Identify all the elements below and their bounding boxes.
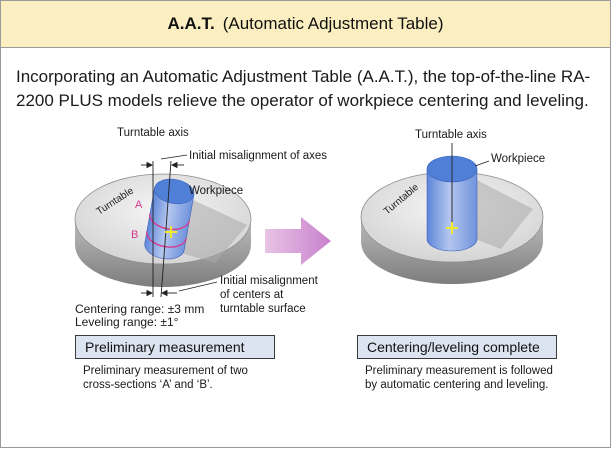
centers-misalignment-arrows — [141, 289, 177, 297]
preliminary-measurement-box: Preliminary measurement — [75, 335, 275, 359]
right-workpiece-leader — [474, 160, 490, 167]
intro-paragraph: Incorporating an Automatic Adjustment Ta… — [16, 67, 591, 110]
centers-label-line3: turntable surface — [220, 303, 306, 315]
axes-misalignment-label: Initial misalignment of axes — [189, 150, 327, 162]
centers-label-line2: of centers at — [220, 289, 284, 301]
centers-leader — [178, 281, 218, 292]
section-b-label: B — [131, 229, 138, 241]
card-header: A.A.T. (Automatic Adjustment Table) — [1, 1, 610, 48]
right-figure: Turntable axis Workpiece Turntable — [360, 129, 545, 284]
preliminary-measurement-desc: Preliminary measurement of two cross-sec… — [83, 365, 248, 391]
misalignment-leader — [160, 154, 188, 160]
right-center-marker-icon — [446, 222, 458, 234]
right-workpiece-label: Workpiece — [491, 153, 545, 165]
left-workpiece-axis-line — [160, 160, 172, 298]
centers-label-line1: Initial misalignment — [220, 275, 319, 287]
section-a-label: A — [135, 199, 143, 211]
left-turntable-axis-label: Turntable axis — [117, 127, 189, 139]
section-a-ring — [149, 213, 191, 231]
centering-range: Centering range: ±3 mm — [75, 302, 205, 316]
centering-complete-box: Centering/leveling complete — [357, 335, 557, 359]
right-workpiece-shadow — [475, 179, 533, 249]
left-workpiece-label: Workpiece — [189, 185, 243, 197]
header-subtitle: (Automatic Adjustment Table) — [222, 14, 444, 33]
left-center-marker-icon — [165, 226, 177, 238]
centering-complete-desc: Preliminary measurement is followed by a… — [365, 365, 553, 391]
axes-misalignment-arrows — [141, 161, 184, 169]
right-arrow-icon — [265, 217, 331, 265]
header-title: A.A.T. — [167, 14, 215, 33]
left-workpiece-shadow — [181, 197, 247, 263]
left-figure: Turntable axis Initial misalignment of a… — [74, 127, 327, 315]
right-turntable-axis-label: Turntable axis — [415, 129, 487, 141]
leveling-range: Leveling range: ±1° — [75, 315, 179, 329]
